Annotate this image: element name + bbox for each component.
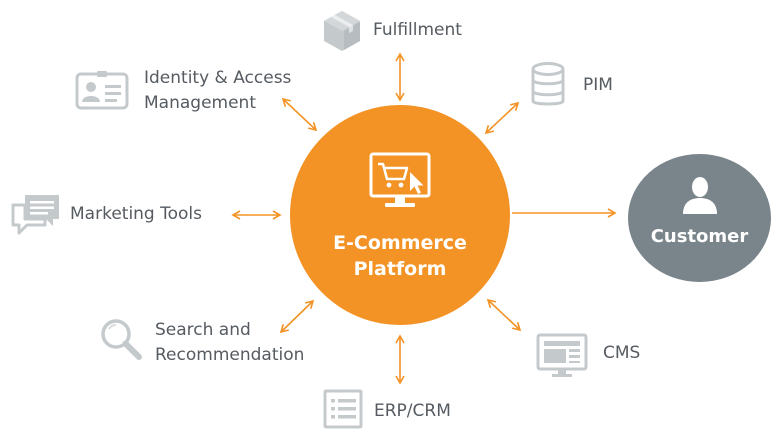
list-document-icon [323,389,363,429]
customer-label: Customer [650,226,749,247]
hub-title-line1: E-Commerce [333,232,467,254]
pim-label: PIM [583,75,613,95]
person-icon [683,177,717,214]
id-card-icon [75,71,129,110]
webpage-monitor-icon [536,333,588,377]
search-label-line2: Recommendation [155,345,305,365]
search-connector [279,299,315,334]
fulfillment-label: Fulfillment [373,20,462,40]
cms-connector [486,298,522,332]
identity-label-line1: Identity & Access [144,68,292,88]
pim-connector [484,101,520,135]
magnifier-icon [101,319,142,360]
marketing-label: Marketing Tools [70,204,203,224]
database-icon [531,62,565,106]
identity-label-line2: Management [144,93,256,113]
ecommerce-platform-hub: E-Commerce Platform [290,105,510,325]
chat-bubbles-icon [11,195,59,235]
package-box-icon [324,11,360,51]
cms-label: CMS [603,343,641,363]
search-label-line1: Search and [155,320,251,340]
erp-label: ERP/CRM [374,401,451,421]
customer-node: Customer [628,154,771,282]
shopping-cart-monitor-icon [369,152,431,207]
hub-title-line2: Platform [353,258,447,280]
identity-connector [281,97,318,132]
